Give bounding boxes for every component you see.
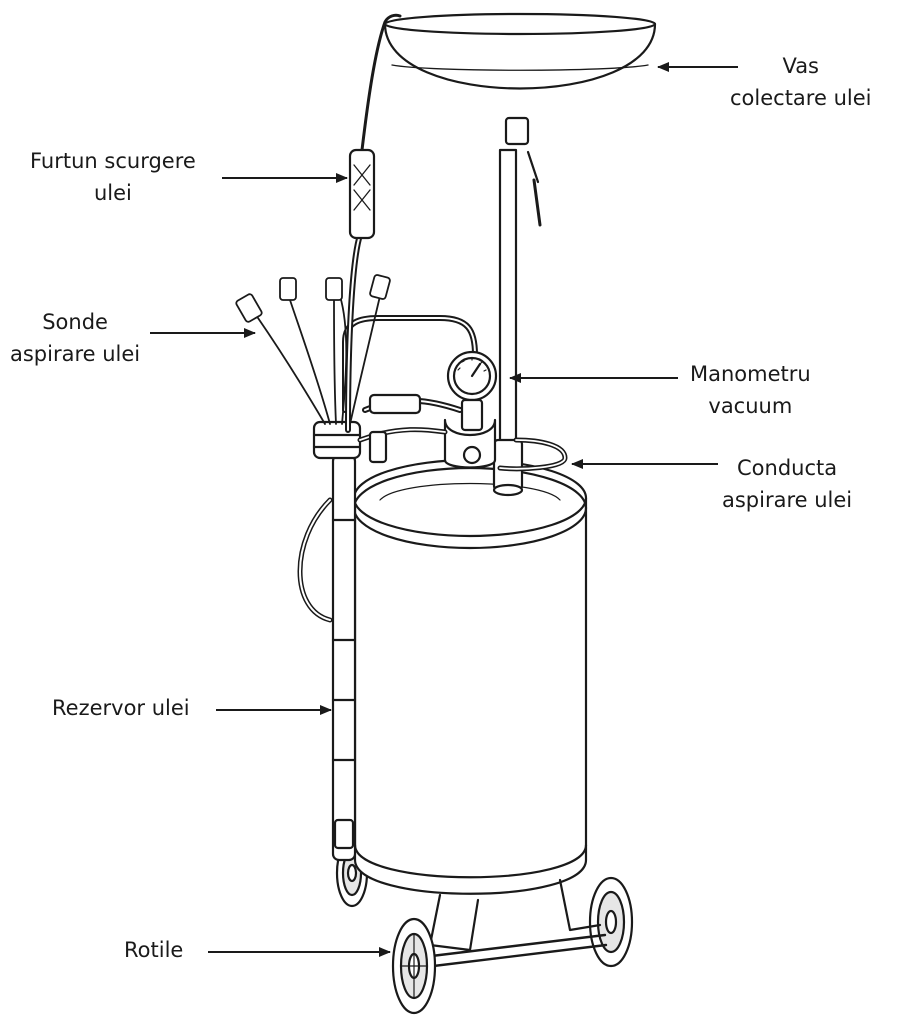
label-manometru-line1: Manometru (690, 362, 811, 386)
vacuum-gauge (443, 350, 498, 469)
label-sonde-line2: aspirare ulei (10, 342, 141, 366)
front-wheel (391, 917, 437, 1015)
label-furtun-scurgere-ulei: Furtun scurgere ulei (30, 145, 196, 209)
label-rotile: Rotile (124, 934, 183, 966)
collection-bowl (383, 12, 657, 227)
tank-base (428, 878, 602, 952)
label-conducta-aspirare-ulei: Conducta aspirare ulei (722, 452, 852, 516)
label-furtun-line1: Furtun scurgere (30, 149, 196, 173)
side-hose (357, 393, 463, 464)
label-furtun-line2: ulei (93, 181, 132, 205)
label-sonde-line1: Sonde (42, 310, 108, 334)
drain-hose (345, 13, 402, 433)
label-vas-line1: Vas (782, 54, 819, 78)
probe-holder (312, 420, 362, 460)
rear-wheel-right (588, 876, 634, 968)
oil-column-tube (331, 453, 357, 862)
label-vas-line2: colectare ulei (730, 86, 872, 110)
suction-probes (235, 274, 391, 425)
oil-tank (352, 458, 588, 895)
label-rezervor-ulei: Rezervor ulei (52, 692, 190, 724)
vertical-pipe (492, 148, 524, 497)
label-manometru-vacuum: Manometru vacuum (690, 358, 811, 422)
label-rezervor-line1: Rezervor ulei (52, 696, 190, 720)
label-vas-colectare-ulei: Vas colectare ulei (730, 50, 871, 114)
label-conducta-line1: Conducta (737, 456, 838, 480)
front-axle (413, 933, 608, 970)
label-manometru-line2: vacuum (708, 394, 793, 418)
label-rotile-line1: Rotile (124, 938, 184, 962)
label-conducta-line2: aspirare ulei (722, 488, 853, 512)
label-sonde-aspirare-ulei: Sonde aspirare ulei (10, 306, 140, 370)
